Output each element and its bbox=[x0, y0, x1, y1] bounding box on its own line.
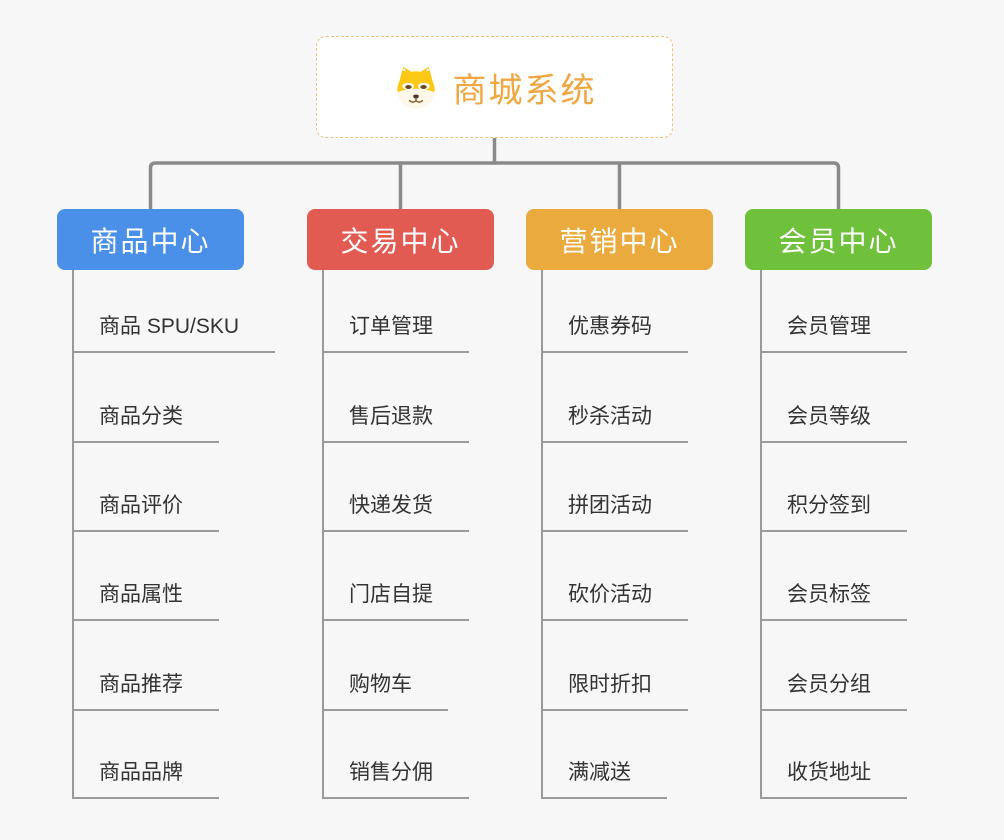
leaf-node[interactable]: 限时折扣 bbox=[541, 669, 688, 711]
branch-trunk-line bbox=[322, 270, 324, 799]
leaf-node[interactable]: 收货地址 bbox=[760, 757, 907, 799]
branch-trunk-line bbox=[541, 270, 543, 799]
branch-header-member-center[interactable]: 会员中心 bbox=[745, 209, 932, 270]
branch-header-trade-center[interactable]: 交易中心 bbox=[307, 209, 494, 270]
leaf-node[interactable]: 门店自提 bbox=[322, 579, 469, 621]
leaf-node[interactable]: 商品属性 bbox=[72, 579, 219, 621]
leaf-node[interactable]: 积分签到 bbox=[760, 490, 907, 532]
shiba-dog-icon bbox=[393, 64, 439, 110]
leaf-node[interactable]: 购物车 bbox=[322, 669, 448, 711]
leaf-node[interactable]: 售后退款 bbox=[322, 401, 469, 443]
root-title: 商城系统 bbox=[452, 71, 597, 110]
leaf-node[interactable]: 快递发货 bbox=[322, 490, 469, 532]
root-node[interactable]: 商城系统 bbox=[316, 36, 673, 138]
leaf-node[interactable]: 会员标签 bbox=[760, 579, 907, 621]
leaf-node[interactable]: 砍价活动 bbox=[541, 579, 688, 621]
leaf-node[interactable]: 商品分类 bbox=[72, 401, 219, 443]
leaf-node[interactable]: 会员管理 bbox=[760, 311, 907, 353]
leaf-node[interactable]: 商品推荐 bbox=[72, 669, 219, 711]
leaf-node[interactable]: 订单管理 bbox=[322, 311, 469, 353]
branch-header-product-center[interactable]: 商品中心 bbox=[57, 209, 244, 270]
leaf-node[interactable]: 商品评价 bbox=[72, 490, 219, 532]
leaf-node[interactable]: 商品 SPU/SKU bbox=[72, 311, 276, 353]
branch-trunk-line bbox=[72, 270, 74, 799]
leaf-node[interactable]: 会员分组 bbox=[760, 669, 907, 711]
leaf-node[interactable]: 商品品牌 bbox=[72, 757, 219, 799]
leaf-node[interactable]: 满减送 bbox=[541, 757, 667, 799]
leaf-node[interactable]: 优惠券码 bbox=[541, 311, 688, 353]
leaf-node[interactable]: 拼团活动 bbox=[541, 490, 688, 532]
leaf-node[interactable]: 秒杀活动 bbox=[541, 401, 688, 443]
leaf-node[interactable]: 销售分佣 bbox=[322, 757, 469, 799]
leaf-node[interactable]: 会员等级 bbox=[760, 401, 907, 443]
branch-trunk-line bbox=[760, 270, 762, 799]
branch-header-marketing-center[interactable]: 营销中心 bbox=[526, 209, 713, 270]
